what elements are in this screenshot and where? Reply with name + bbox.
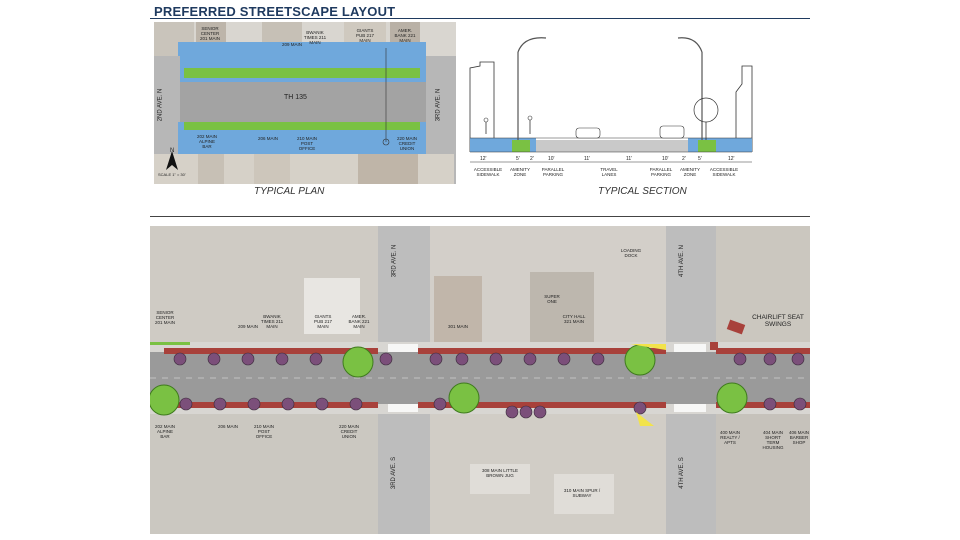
section-dim-9: 12' — [728, 156, 735, 162]
building-bottom-4: 308 MAIN LITTLE BROWN JUG — [481, 468, 518, 478]
section-dim-3: 10' — [548, 156, 555, 162]
plan-building-top-0: SENIOR CENTER 201 MAIN — [199, 26, 220, 41]
typical-section: 12' 5' 2' 10' 11' 11' 10' 2' 5' 12' ACCE… — [466, 22, 756, 187]
plan-building-bottom-0: 202 MAIN ALPINE BAR — [196, 134, 217, 149]
plan-right-street: 3RD AVE. N — [435, 88, 442, 122]
section-zone-4: PARALLEL PARKING — [649, 167, 673, 177]
street-4th-ave-s: 4TH AVE. S — [678, 457, 685, 489]
building-bottom-5: 310 MAIN SPUR / SUBWAY — [563, 488, 601, 498]
plan-building-top-4: AMER. BANK 221 MAIN — [394, 28, 416, 43]
section-zone-0: ACCESSIBLE SIDEWALK — [473, 167, 503, 177]
building-bottom-7: 404 MAIN SHORT TERM HOUSING — [762, 430, 784, 450]
building-top-1: 209 MAIN — [237, 324, 258, 329]
plan-building-top-2: BWANIK TIMES 211 MAIN — [303, 30, 327, 45]
building-top-3: GIANTS PUB 217 MAIN — [313, 314, 332, 329]
chairlift-label: CHAIRLIFT SEAT SWINGS — [752, 314, 804, 328]
building-bottom-3: 220 MAIN CREDIT UNION — [338, 424, 359, 439]
section-zone-5: AMENITY ZONE — [679, 167, 700, 177]
overview-drawing — [150, 226, 810, 534]
section-dim-2: 2' — [530, 156, 534, 162]
north-label: N — [170, 148, 175, 154]
building-bottom-8: 406 MAIN BARBER SHOP — [788, 430, 809, 445]
typical-plan: TH 135 2ND AVE. N 3RD AVE. N SENIOR CENT… — [154, 22, 456, 184]
section-dim-4: 11' — [584, 156, 591, 162]
building-bottom-2: 210 MAIN POST OFFICE — [253, 424, 274, 439]
section-dim-5: 11' — [626, 156, 633, 162]
plan-drawing — [154, 22, 456, 184]
north-arrow-icon — [162, 150, 182, 172]
section-dim-8: 5' — [698, 156, 702, 162]
plan-street-label: TH 135 — [284, 94, 307, 101]
page-title: PREFERRED STREETSCAPE LAYOUT — [154, 4, 396, 19]
section-dim-6: 10' — [662, 156, 669, 162]
title-rule — [150, 18, 810, 19]
section-drawing — [469, 37, 753, 163]
section-zone-3: TRAVEL LANES — [600, 167, 618, 177]
plan-building-bottom-2: 210 MAIN POST OFFICE — [296, 136, 317, 151]
section-zone-1: AMENITY ZONE — [509, 167, 530, 177]
street-3rd-ave-s: 3RD AVE. S — [391, 456, 398, 490]
building-bottom-1: 206 MAIN — [217, 424, 238, 429]
plan-building-top-1: 209 MAIN — [282, 42, 303, 47]
plan-building-top-3: GIANTS PUB 217 MAIN — [355, 28, 374, 43]
building-top-6: SUPER ONE — [544, 294, 560, 304]
section-dim-7: 2' — [682, 156, 686, 162]
building-bottom-6: 400 MAIN REALTY / APTS — [719, 430, 740, 445]
plan-building-bottom-1: 206 MAIN — [257, 136, 278, 141]
section-zone-6: ACCESSIBLE SIDEWALK — [709, 167, 739, 177]
street-4th-ave-n: 4TH AVE. N — [678, 245, 685, 277]
divider — [150, 216, 810, 217]
plan-left-street: 2ND AVE. N — [157, 88, 164, 122]
plan-scale: SCALE 1" = 30' — [158, 172, 186, 177]
building-top-8: LOADING DOCK — [620, 248, 642, 258]
street-3rd-ave-n: 3RD AVE. N — [391, 244, 398, 278]
building-top-5: 301 MAIN — [447, 324, 468, 329]
plan-caption: TYPICAL PLAN — [254, 186, 325, 197]
building-bottom-0: 202 MAIN ALPINE BAR — [154, 424, 175, 439]
section-zone-2: PARALLEL PARKING — [541, 167, 565, 177]
section-dim-1: 5' — [516, 156, 520, 162]
plan-building-bottom-3: 220 MAIN CREDIT UNION — [396, 136, 417, 151]
overview-plan: 3RD AVE. N 3RD AVE. S 4TH AVE. N 4TH AVE… — [150, 226, 810, 534]
section-dim-0: 12' — [480, 156, 487, 162]
building-top-7: CITY HALL 321 MAIN — [562, 314, 586, 324]
section-caption: TYPICAL SECTION — [598, 186, 687, 197]
building-top-4: AMER. BANK 221 MAIN — [348, 314, 370, 329]
building-top-0: SENIOR CENTER 201 MAIN — [154, 310, 175, 325]
building-top-2: BWANIK TIMES 211 MAIN — [260, 314, 284, 329]
